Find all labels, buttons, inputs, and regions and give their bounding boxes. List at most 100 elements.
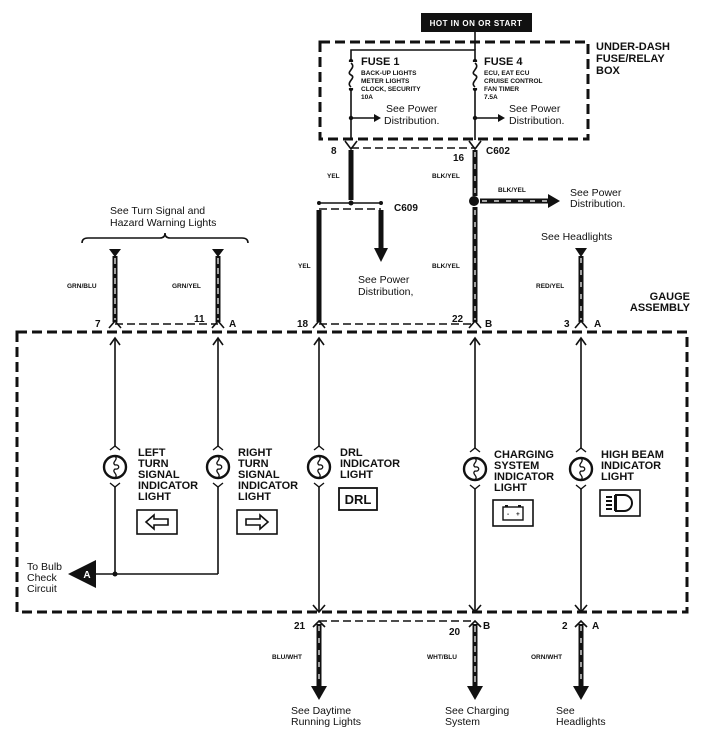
bulb-check-connector-icon <box>68 560 96 588</box>
drl-icon: DRL <box>345 492 372 507</box>
svg-text:DRL: DRL <box>340 447 363 459</box>
connector-arrow-icon <box>468 140 482 151</box>
svg-text:INDICATOR: INDICATOR <box>494 471 554 483</box>
svg-text:TURN: TURN <box>138 458 169 470</box>
wire-label-grn-blu: GRN/BLU <box>67 283 97 290</box>
wire-label-yel: YEL <box>298 263 311 270</box>
connector-triangle-icon <box>575 248 587 257</box>
fuse-box-title-3: BOX <box>596 65 621 77</box>
indicator-left-turn: LEFT TURN SIGNAL INDICATOR LIGHT <box>136 447 198 535</box>
svg-text:INDICATOR: INDICATOR <box>238 480 298 492</box>
bulb-check-connector-label: A <box>83 570 90 581</box>
arrow-down-icon <box>467 686 483 700</box>
arrow-right-icon <box>498 114 505 122</box>
right-arrow-icon <box>245 513 270 531</box>
arrow-down-icon <box>311 686 327 700</box>
fuse-4-symbol <box>471 58 505 122</box>
wire-label-red-yel: RED/YEL <box>536 283 564 290</box>
svg-text:INDICATOR: INDICATOR <box>340 458 400 470</box>
bulb-icon <box>102 445 128 488</box>
fuse-1-circuit: METER LIGHTS <box>361 78 410 85</box>
wire-label-grn-yel: GRN/YEL <box>172 283 201 290</box>
fuse-4-circuit: FAN TIMER <box>484 86 519 93</box>
fuse-4-rating: 7.5A <box>484 94 498 101</box>
svg-text:LIGHT: LIGHT <box>494 482 527 494</box>
fuse-box-title-2: FUSE/RELAY <box>596 53 665 65</box>
c602-label: C602 <box>486 146 510 157</box>
pin-3: 3 <box>564 319 570 330</box>
bulb-check-ref: To Bulb <box>27 561 62 573</box>
c602-pin-16: 16 <box>453 153 465 164</box>
wire-label-blk-yel: BLK/YEL <box>432 263 460 270</box>
svg-text:LIGHT: LIGHT <box>601 471 634 483</box>
fuse-1-ref: Distribution. <box>384 115 439 127</box>
svg-text:LIGHT: LIGHT <box>238 491 271 503</box>
drl-symbol-box <box>338 487 378 511</box>
fuse-1-rating: 10A <box>361 94 373 101</box>
drl-ref: Running Lights <box>291 716 361 728</box>
hot-label: HOT IN ON OR START <box>430 19 523 28</box>
headlights-ref-bottom: See <box>556 705 575 717</box>
left-arrow-icon <box>144 513 169 531</box>
top-pin-marks <box>108 319 588 329</box>
battery-symbol-box <box>492 499 534 527</box>
high-beam-symbol-box <box>599 489 641 517</box>
fuse-1-circuit: BACK-UP LIGHTS <box>361 70 417 77</box>
charging-ref: System <box>445 716 480 728</box>
fuse-4-ref: See Power <box>509 103 561 115</box>
svg-text:LEFT: LEFT <box>138 447 166 459</box>
svg-text:-: - <box>507 511 509 518</box>
wire-label-orn-wht: ORN/WHT <box>531 654 562 661</box>
bulb-check-ref: Check <box>27 572 58 584</box>
connector-a-label: A <box>229 319 236 330</box>
splice-ref: See Power <box>570 187 622 199</box>
wire-label-blk-yel: BLK/YEL <box>498 187 526 194</box>
connector-triangle-icon <box>109 249 121 257</box>
high-beam-icon <box>606 494 633 512</box>
svg-text:LIGHT: LIGHT <box>138 491 171 503</box>
pin-7: 7 <box>95 319 101 330</box>
fuse-1-ref: See Power <box>386 103 438 115</box>
fuse-4-circuit: ECU, EAT ECU <box>484 70 530 77</box>
battery-icon: - + <box>502 505 524 521</box>
pin-11: 11 <box>194 314 205 325</box>
arrow-right-icon <box>548 194 560 208</box>
bulb-icon <box>205 445 231 488</box>
connector-a-label: A <box>592 621 599 632</box>
indicator-drl: DRL INDICATOR LIGHT DRL <box>338 447 400 511</box>
gauge-assembly-outline <box>15 330 689 614</box>
indicator-right-turn: RIGHT TURN SIGNAL INDICATOR LIGHT <box>236 447 298 535</box>
pin-20: 20 <box>449 627 461 638</box>
wire-label-blk-yel: BLK/YEL <box>432 173 460 180</box>
fuse-box-title-1: UNDER-DASH <box>596 41 670 53</box>
indicator-charging: CHARGING SYSTEM INDICATOR LIGHT - + <box>492 449 554 527</box>
right-arrow-symbol-box <box>236 509 278 535</box>
fuse-1-name: FUSE 1 <box>361 56 400 68</box>
svg-text:+: + <box>516 511 520 518</box>
splice-ref: Distribution. <box>570 198 625 210</box>
svg-text:RIGHT: RIGHT <box>238 447 273 459</box>
turn-signal-ref: See Turn Signal and <box>110 205 205 217</box>
pin-21: 21 <box>294 621 306 632</box>
bulb-icon <box>462 447 488 490</box>
fuse-4-ref: Distribution. <box>509 115 564 127</box>
left-arrow-symbol-box <box>136 509 178 535</box>
headlights-ref-top: See Headlights <box>541 231 612 243</box>
bulb-check-ref: Circuit <box>27 583 57 595</box>
fuse-box-outline <box>318 40 590 141</box>
fuse-4-name: FUSE 4 <box>484 56 523 68</box>
fuse-1-circuit: CLOCK, SECURITY <box>361 86 421 93</box>
connector-b-label: B <box>485 319 492 330</box>
connector-triangle-icon <box>212 249 224 257</box>
gauge-assembly-title: ASSEMBLY <box>630 302 691 314</box>
arrow-down-icon <box>374 248 388 262</box>
c609-ref: Distribution, <box>358 286 413 298</box>
svg-text:SYSTEM: SYSTEM <box>494 460 539 472</box>
svg-text:LIGHT: LIGHT <box>340 469 373 481</box>
c609-ref: See Power <box>358 274 410 286</box>
turn-signal-bracket <box>81 232 249 244</box>
fuse-1-symbol <box>347 58 381 122</box>
hot-label-box <box>421 13 532 32</box>
arrow-down-icon <box>573 686 589 700</box>
